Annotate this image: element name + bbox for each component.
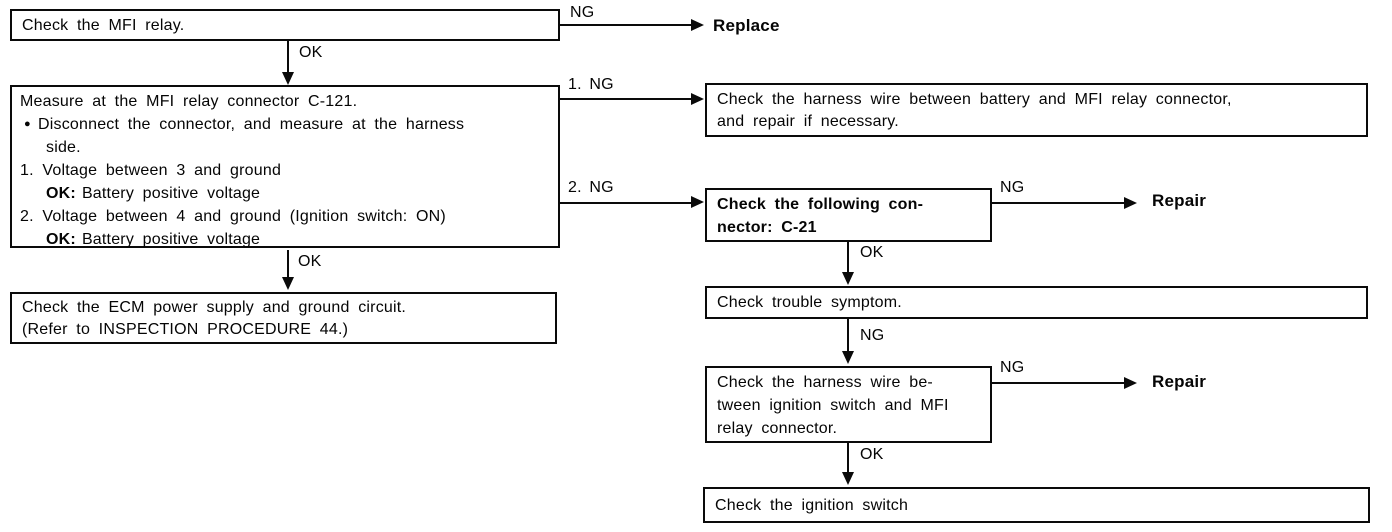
step-check-mfi-relay: Check the MFI relay. bbox=[10, 9, 560, 41]
connector-line bbox=[847, 443, 849, 472]
connector-line bbox=[560, 24, 691, 26]
arrowhead-icon bbox=[1124, 197, 1137, 209]
arrowhead-icon bbox=[842, 472, 854, 485]
arrowhead-icon bbox=[282, 277, 294, 290]
step-text-line1: Check the harness wire between battery a… bbox=[717, 91, 1232, 108]
step-item-2: 2. Voltage between 4 and ground (Ignitio… bbox=[20, 208, 446, 225]
step-text-line2: (Refer to INSPECTION PROCEDURE 44.) bbox=[22, 321, 349, 338]
step-text-line3: relay connector. bbox=[717, 420, 838, 437]
step-check-ignition-switch: Check the ignition switch bbox=[703, 487, 1370, 523]
step-check-trouble-symptom: Check trouble symptom. bbox=[705, 286, 1368, 319]
step-text-line1: Check the ECM power supply and ground ci… bbox=[22, 299, 407, 316]
step-text-line2: nector: C-21 bbox=[717, 219, 817, 236]
arrowhead-icon bbox=[842, 272, 854, 285]
step-bullet-text: Disconnect the connector, and measure at… bbox=[38, 116, 465, 133]
ng2-label: 2. NG bbox=[568, 179, 614, 196]
ng-label: NG bbox=[1000, 359, 1025, 376]
arrowhead-icon bbox=[1124, 377, 1137, 389]
arrowhead-icon bbox=[842, 351, 854, 364]
step-check-connector-c21: Check the following con- nector: C-21 bbox=[705, 188, 992, 242]
step-bullet-text-cont: side. bbox=[46, 139, 81, 156]
ng1-label: 1. NG bbox=[568, 76, 614, 93]
ok-label: OK bbox=[860, 446, 884, 463]
step-text-line2: and repair if necessary. bbox=[717, 113, 899, 130]
connector-line bbox=[847, 242, 849, 272]
arrowhead-icon bbox=[282, 72, 294, 85]
arrowhead-icon bbox=[691, 19, 704, 31]
step-item-1-result: OK: Battery positive voltage bbox=[20, 182, 548, 205]
ok-label: OK bbox=[860, 244, 884, 261]
repair-label: Repair bbox=[1152, 191, 1207, 210]
connector-line bbox=[992, 202, 1124, 204]
step-text: Check the ignition switch bbox=[715, 497, 909, 514]
connector-line bbox=[287, 41, 289, 72]
connector-line bbox=[992, 382, 1124, 384]
ok-prefix: OK: bbox=[46, 185, 76, 202]
step-item-2-result: OK: Battery positive voltage bbox=[20, 228, 548, 251]
step-text-line2: tween ignition switch and MFI bbox=[717, 397, 949, 414]
ok-prefix: OK: bbox=[46, 231, 76, 248]
step-text-line1: Check the harness wire be- bbox=[717, 374, 933, 391]
ok-value: Battery positive voltage bbox=[81, 185, 261, 202]
step-text-line1: Check the following con- bbox=[717, 196, 924, 213]
ng-label: NG bbox=[860, 327, 885, 344]
replace-label: Replace bbox=[713, 16, 780, 35]
ok-label: OK bbox=[299, 44, 323, 61]
connector-line bbox=[560, 202, 691, 204]
step-title: Measure at the MFI relay connector C-121… bbox=[20, 93, 358, 110]
ok-value: Battery positive voltage bbox=[81, 231, 261, 248]
ok-label: OK bbox=[298, 253, 322, 270]
repair-label: Repair bbox=[1152, 372, 1207, 391]
connector-line bbox=[560, 98, 691, 100]
step-text: Check the MFI relay. bbox=[22, 17, 185, 34]
step-measure-connector-c121: Measure at the MFI relay connector C-121… bbox=[10, 85, 560, 248]
step-check-harness-ignition: Check the harness wire be- tween ignitio… bbox=[705, 366, 992, 443]
ng-label: NG bbox=[570, 4, 595, 21]
step-check-ecm-power: Check the ECM power supply and ground ci… bbox=[10, 292, 557, 344]
bullet-icon: ● bbox=[24, 118, 31, 130]
ng-label: NG bbox=[1000, 179, 1025, 196]
connector-line bbox=[847, 319, 849, 351]
step-item-1: 1. Voltage between 3 and ground bbox=[20, 162, 282, 179]
arrowhead-icon bbox=[691, 93, 704, 105]
arrowhead-icon bbox=[691, 196, 704, 208]
step-check-harness-battery: Check the harness wire between battery a… bbox=[705, 83, 1368, 137]
step-text: Check trouble symptom. bbox=[717, 294, 902, 311]
connector-line bbox=[287, 250, 289, 277]
